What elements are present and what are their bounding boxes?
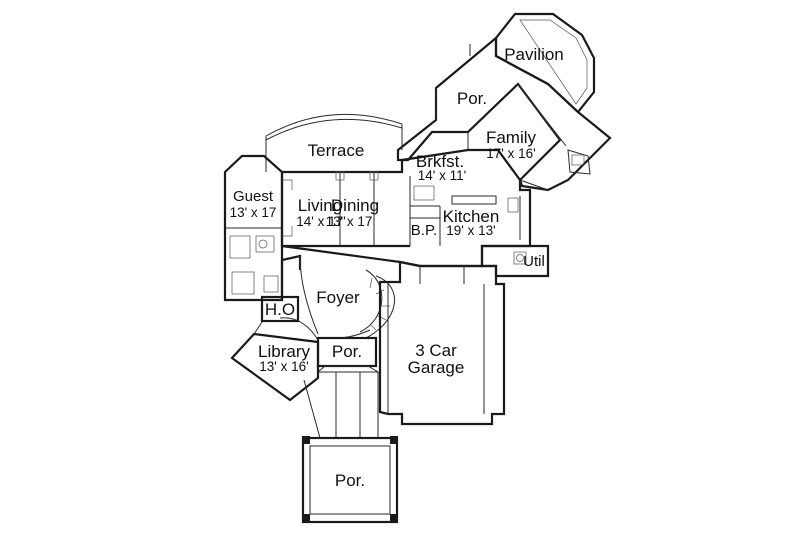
utility-label: Util: [523, 253, 545, 270]
rear-porch-label: Por.: [457, 89, 487, 108]
library-room: [230, 321, 320, 402]
pavilion-label: Pavilion: [504, 45, 564, 64]
foyer-label: Foyer: [316, 288, 360, 307]
walkway: [303, 372, 379, 439]
kitchen-label: Kitchen: [443, 207, 500, 226]
terrace-area: [265, 113, 403, 172]
library-size: 13' x 16': [259, 359, 308, 374]
guest-size: 13' x 17: [230, 205, 277, 220]
living-size: 14' x 17': [296, 214, 345, 229]
garage-label-line2: Garage: [408, 358, 465, 377]
foyer-area: [279, 254, 396, 341]
breakfast-label: Brkfst.: [416, 152, 464, 171]
front-porch: [301, 436, 399, 524]
ho-label: H.O: [265, 300, 295, 319]
rear-wing: [396, 35, 612, 192]
guest-suite: [223, 154, 284, 302]
kitchen-size: 19' x 13': [446, 223, 495, 238]
guest-label: Guest: [233, 188, 274, 205]
library-label: Library: [258, 342, 310, 361]
entry-porch-label: Por.: [332, 342, 362, 361]
garage-room: [378, 260, 506, 426]
front-porch-label: Por.: [335, 471, 365, 490]
garage-label-line1: 3 Car: [415, 341, 457, 360]
butler-pantry-label: B.P.: [411, 222, 437, 239]
breakfast-size: 14' x 11': [418, 168, 466, 183]
ho-room: [260, 295, 300, 323]
family-label: Family: [486, 128, 537, 147]
family-size: 17' x 16': [486, 146, 535, 161]
dining-label: Dining: [331, 196, 379, 215]
living-label: Living: [298, 196, 342, 215]
dining-size: 13' x 17: [326, 214, 373, 229]
terrace-label: Terrace: [308, 141, 365, 160]
